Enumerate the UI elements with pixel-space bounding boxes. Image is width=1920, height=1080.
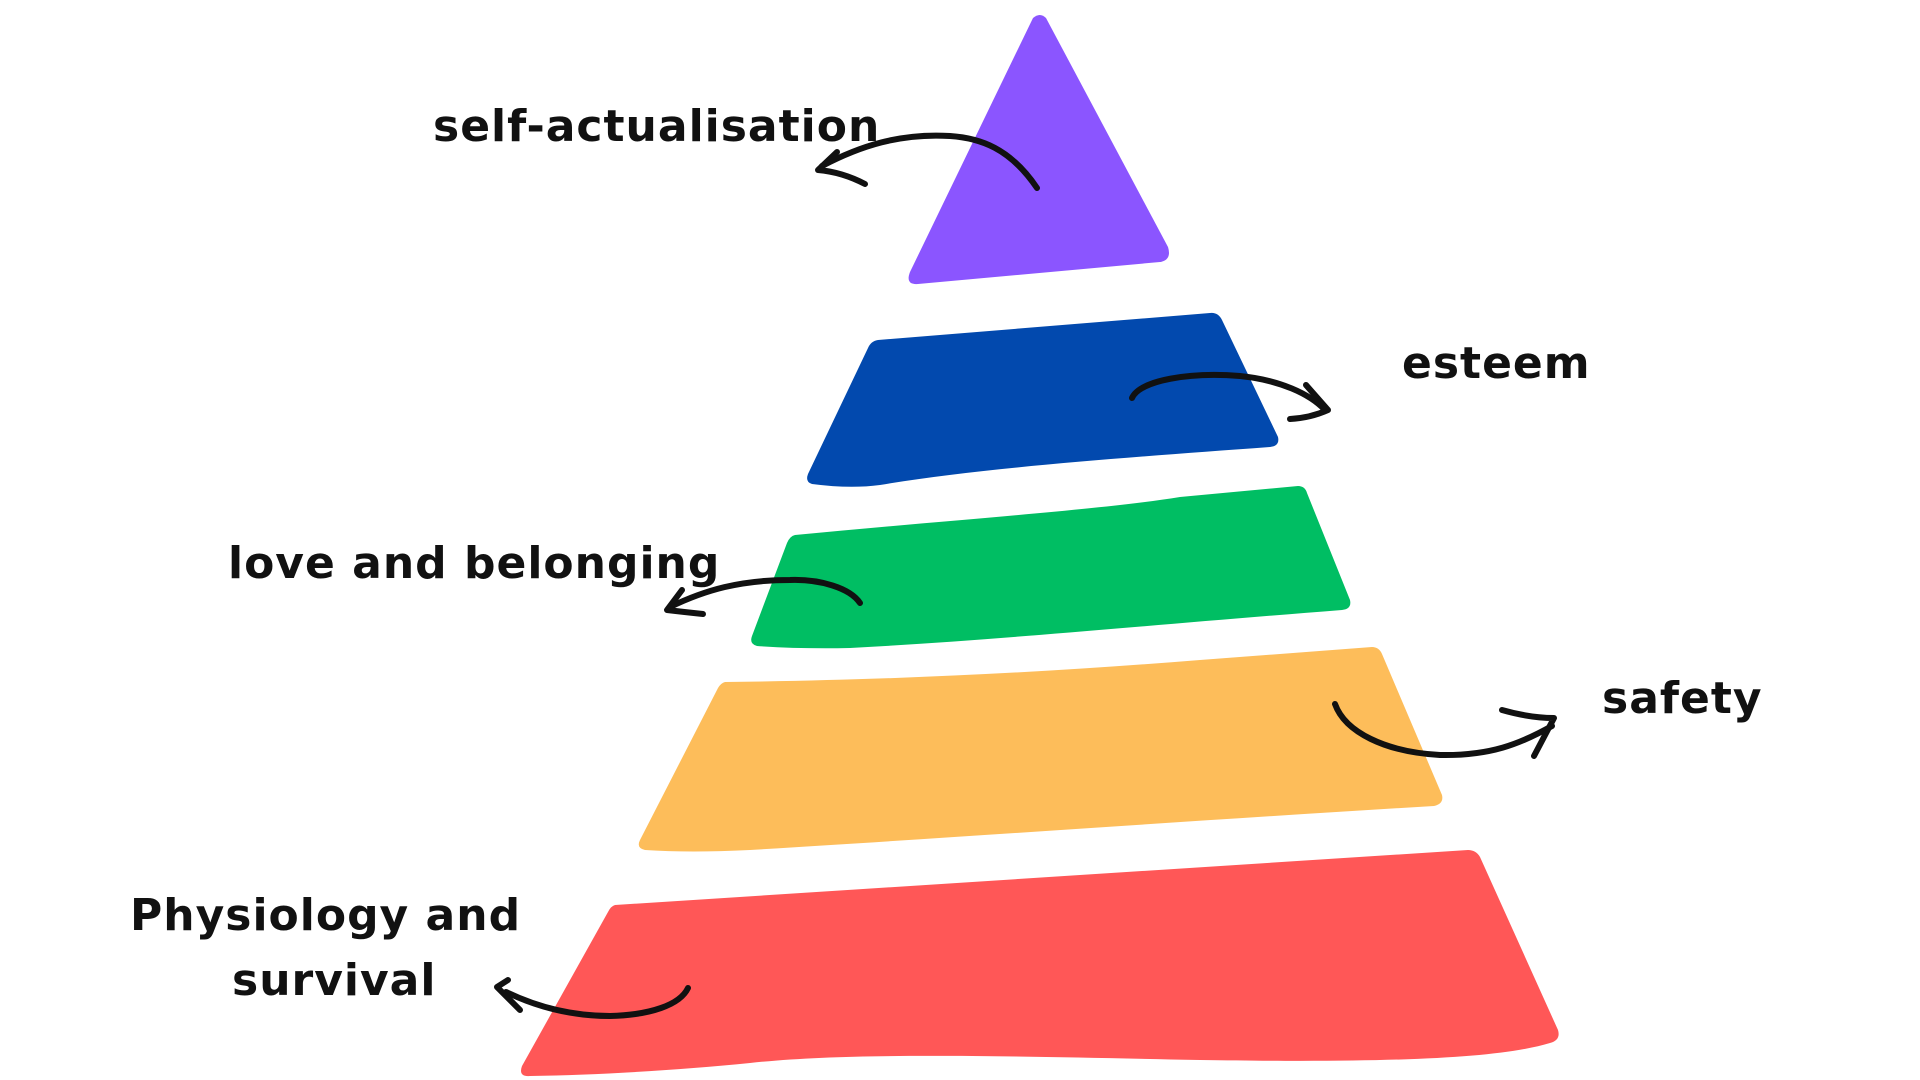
label-physiology-and-survival-line1: Physiology and	[130, 890, 521, 941]
arrow-love-and-belonging	[664, 576, 863, 617]
arrow-self-actualisation	[815, 132, 1040, 191]
label-esteem: esteem	[1402, 338, 1591, 389]
tier-safety	[638, 647, 1443, 852]
arrow-esteem	[1129, 371, 1331, 422]
tier-esteem	[807, 312, 1279, 487]
label-physiology-and-survival-line2: survival	[232, 955, 436, 1006]
tier-love-and-belonging	[751, 486, 1351, 649]
tier-self-actualisation	[908, 15, 1169, 285]
label-safety: safety	[1602, 673, 1763, 724]
label-self-actualisation: self-actualisation	[433, 101, 880, 152]
arrow-safety	[1332, 701, 1557, 759]
arrow-physiology-and-survival	[494, 977, 691, 1019]
label-love-and-belonging: love and belonging	[228, 538, 720, 589]
tier-physiology-and-survival	[521, 850, 1559, 1077]
